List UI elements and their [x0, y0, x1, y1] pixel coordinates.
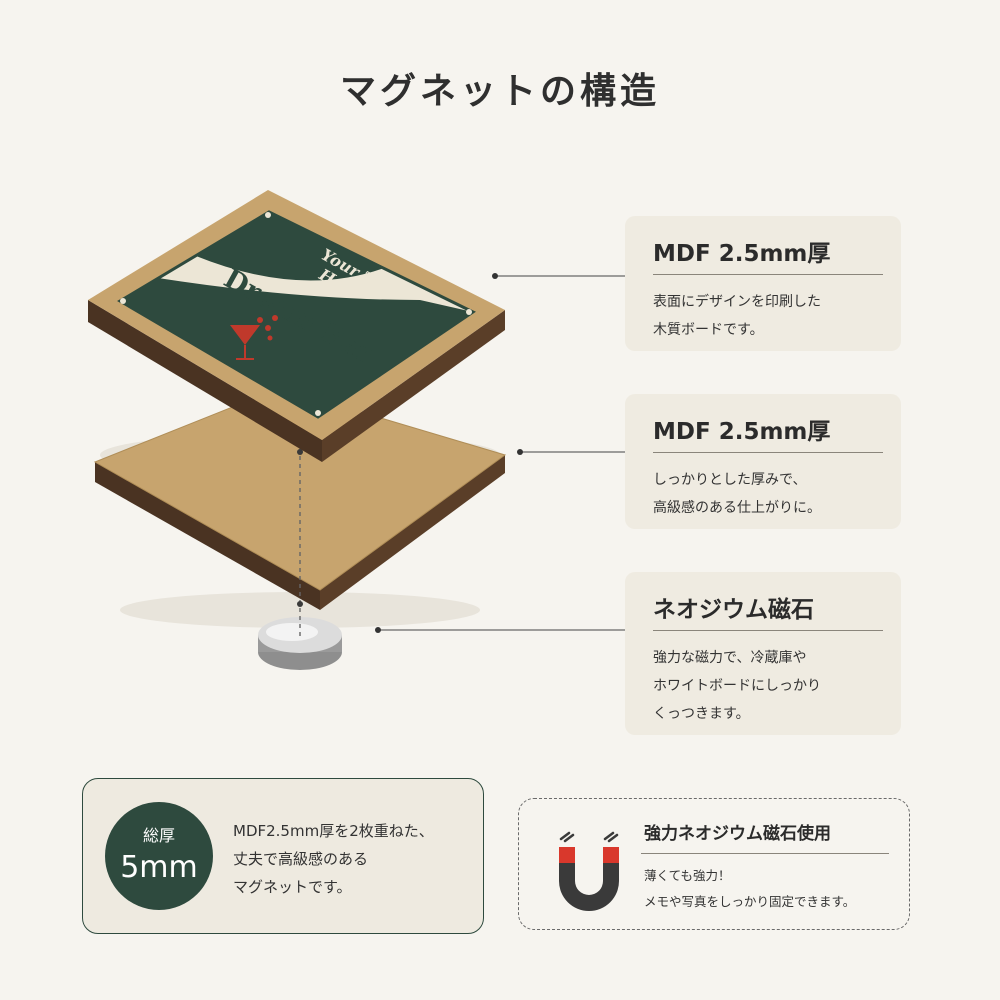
card-title: MDF 2.5mm厚: [653, 241, 831, 267]
card-description: 表面にデザインを印刷した 木質ボードです。: [653, 288, 891, 344]
thickness-description: MDF2.5mm厚を2枚重ねた、 丈夫で高級感のある マグネットです。: [233, 817, 434, 901]
neodymium-feature-box: 強力ネオジウム磁石使用 薄くても強力！ メモや写真をしっかり固定できます。: [518, 798, 910, 930]
card-line: 強力な磁力で、冷蔵庫や: [653, 650, 807, 666]
page-title: マグネットの構造: [339, 71, 660, 112]
neodymium-line: メモや写真をしっかり固定できます。: [644, 894, 856, 909]
thickness-line: 丈夫で高級感のある: [233, 850, 369, 868]
magnet-structure-illustration: Your Text Here Dream Bar: [0, 150, 560, 730]
neodymium-description: 薄くても強力！ メモや写真をしっかり固定できます。: [644, 863, 855, 915]
thickness-line: マグネットです。: [233, 878, 352, 896]
neodymium-line: 薄くても強力！: [644, 868, 731, 883]
card-neodymium: ネオジウム磁石 強力な磁力で、冷蔵庫や ホワイトボードにしっかり くっつきます。: [625, 572, 901, 735]
printed-design: Your Text Here Dream Bar: [117, 210, 476, 419]
card-title: ネオジウム磁石: [653, 597, 814, 623]
neodymium-divider: [641, 853, 889, 854]
badge-value: 5mm: [120, 850, 198, 885]
neodymium-magnet: [258, 617, 342, 670]
card-bottom-mdf: MDF 2.5mm厚 しっかりとした厚みで、 高級感のある仕上がりに。: [625, 394, 901, 529]
card-line: 表面にデザインを印刷した: [653, 294, 821, 310]
card-top-mdf: MDF 2.5mm厚 表面にデザインを印刷した 木質ボードです。: [625, 216, 901, 351]
card-line: 高級感のある仕上がりに。: [653, 500, 821, 516]
card-divider: [653, 630, 883, 631]
card-line: くっつきます。: [653, 706, 750, 722]
badge-label: 総厚: [142, 826, 175, 845]
thickness-line: MDF2.5mm厚を2枚重ねた、: [233, 822, 434, 840]
total-thickness-box: 総厚 5mm MDF2.5mm厚を2枚重ねた、 丈夫で高級感のある マグネットで…: [82, 778, 484, 934]
card-divider: [653, 274, 883, 275]
card-divider: [653, 452, 883, 453]
card-line: 木質ボードです。: [653, 322, 764, 338]
card-line: しっかりとした厚みで、: [653, 472, 807, 488]
card-description: 強力な磁力で、冷蔵庫や ホワイトボードにしっかり くっつきます。: [653, 644, 891, 728]
neodymium-title: 強力ネオジウム磁石使用: [644, 824, 831, 844]
card-description: しっかりとした厚みで、 高級感のある仕上がりに。: [653, 466, 891, 522]
card-title: MDF 2.5mm厚: [653, 419, 831, 445]
top-mdf-board: Your Text Here Dream Bar: [88, 190, 505, 462]
card-line: ホワイトボードにしっかり: [653, 678, 821, 694]
thickness-badge: 総厚 5mm: [105, 802, 213, 910]
horseshoe-magnet-icon: [559, 831, 619, 911]
cocktail-glass-icon: [230, 315, 278, 360]
